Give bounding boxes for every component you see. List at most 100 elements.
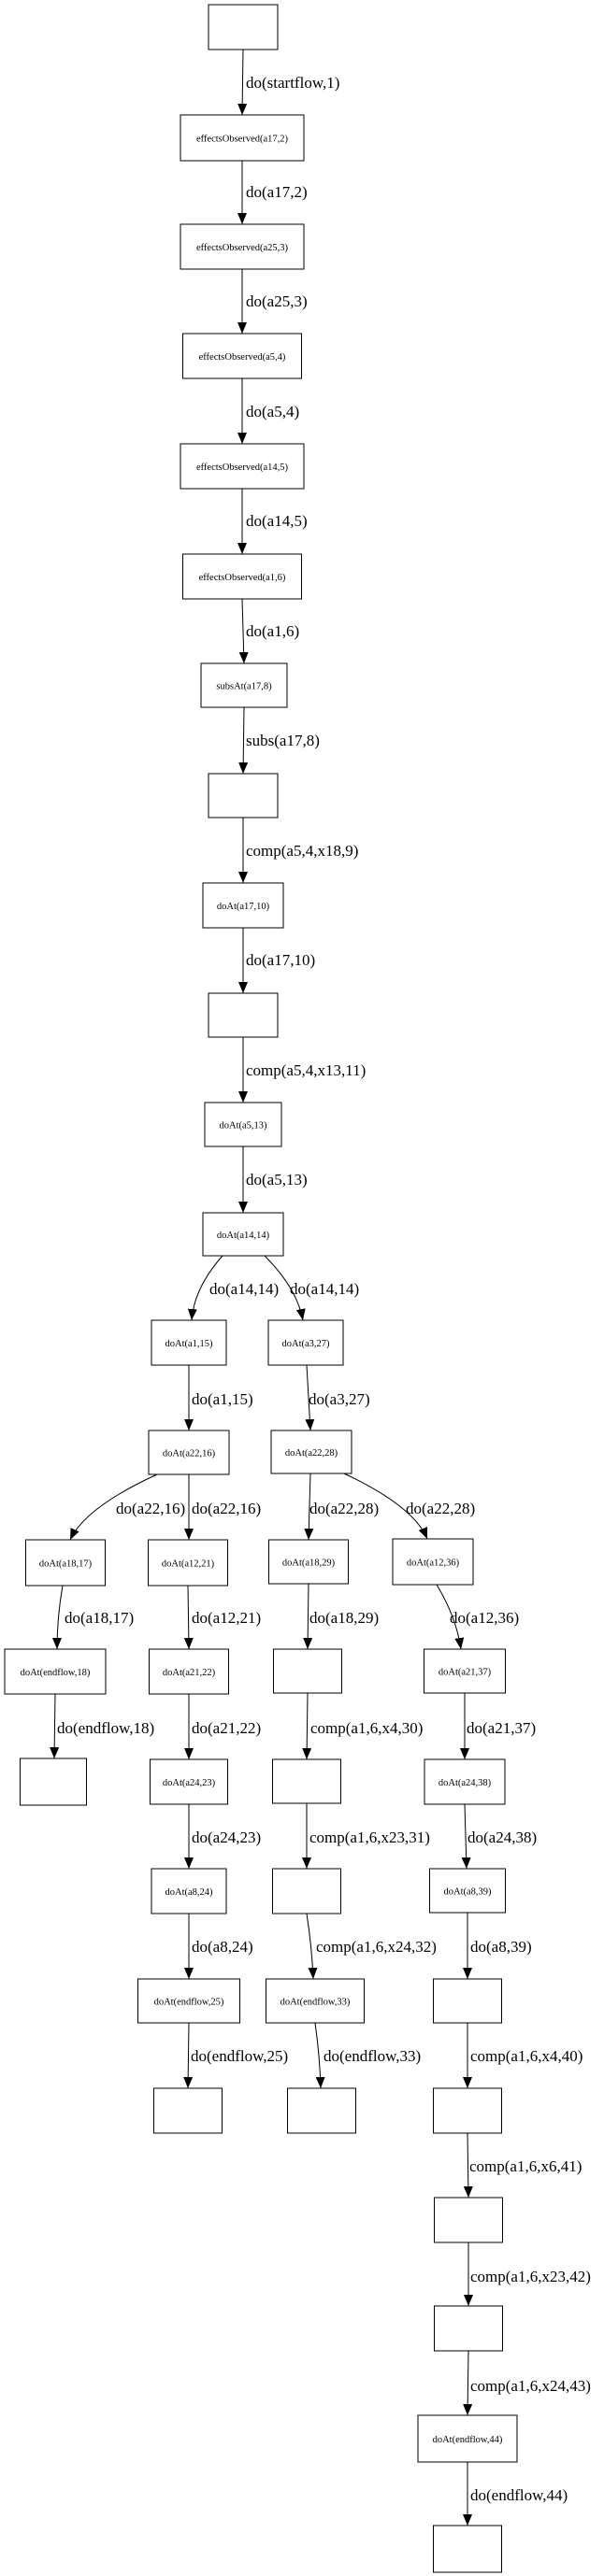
edge-label: do(a24,38) bbox=[467, 1829, 537, 1846]
state-node-box bbox=[25, 1539, 106, 1587]
edges-layer bbox=[50, 49, 473, 2526]
transition-edge bbox=[302, 1692, 312, 1760]
edge-label: do(a14,5) bbox=[246, 512, 308, 530]
edge-label: do(a21,22) bbox=[192, 1719, 261, 1737]
node-label: effectsObserved(a17,2) bbox=[196, 135, 289, 145]
node-label: effectsObserved(a25,3) bbox=[196, 243, 289, 253]
node-label: subsAt(a17,8) bbox=[216, 682, 272, 692]
state-node-box bbox=[180, 223, 305, 270]
node-label: doAt(a21,37) bbox=[439, 1668, 492, 1678]
edge-label: do(startflow,1) bbox=[246, 74, 339, 92]
empty-state-node-box bbox=[273, 1648, 342, 1694]
graph-node: effectsObserved(a25,3) bbox=[180, 223, 305, 270]
graph-node bbox=[433, 2087, 502, 2134]
edge-label: do(endflow,18) bbox=[57, 1719, 154, 1737]
graph-node: effectsObserved(a5,4) bbox=[182, 333, 302, 379]
nodes-layer: effectsObserved(a17,2) effectsObserved(a2… bbox=[4, 4, 518, 2573]
empty-state-node-box bbox=[433, 2525, 502, 2573]
graph-node: doAt(endflow,18) bbox=[4, 1648, 107, 1695]
edge-label: do(a24,23) bbox=[192, 1829, 261, 1846]
state-node-box bbox=[149, 1648, 229, 1695]
state-node-box bbox=[429, 1868, 506, 1914]
graph-node: doAt(endflow,25) bbox=[137, 1978, 240, 2024]
node-label: doAt(a8,39) bbox=[443, 1887, 492, 1898]
transition-edge bbox=[238, 706, 249, 775]
transition-edge bbox=[183, 2022, 194, 2089]
edge-label: subs(a17,8) bbox=[246, 732, 320, 749]
node-label: doAt(a21,22) bbox=[163, 1668, 216, 1678]
node-label: doAt(a22,16) bbox=[163, 1449, 216, 1459]
graph-node: doAt(a22,28) bbox=[270, 1430, 352, 1474]
state-node-box bbox=[182, 553, 302, 600]
edge-label: do(endflow,44) bbox=[470, 2486, 568, 2504]
state-node-box bbox=[4, 1648, 107, 1695]
edge-label: do(a17,10) bbox=[246, 951, 315, 969]
edge-label: comp(a1,6,x24,32) bbox=[316, 1938, 437, 1956]
node-label: doAt(a12,21) bbox=[162, 1559, 215, 1570]
state-node-box bbox=[424, 1648, 506, 1694]
transition-edge bbox=[306, 1913, 318, 1980]
state-node-box bbox=[267, 1319, 344, 1366]
state-node-box bbox=[417, 2414, 518, 2463]
graph-node: effectsObserved(a17,2) bbox=[180, 114, 305, 162]
edge-label: do(endflow,25) bbox=[191, 2047, 288, 2065]
empty-state-node-box bbox=[208, 4, 279, 50]
node-label: doAt(endflow,18) bbox=[21, 1668, 91, 1678]
empty-state-node-box bbox=[433, 2087, 502, 2134]
transition-edge bbox=[304, 1473, 314, 1541]
node-label: effectsObserved(a5,4) bbox=[199, 352, 286, 363]
transition-edge bbox=[183, 1585, 194, 1650]
edge-label: do(a22,28) bbox=[406, 1500, 475, 1517]
edge-label: do(a17,2) bbox=[246, 183, 308, 201]
graph-node: doAt(a8,24) bbox=[151, 1868, 227, 1914]
transition-edge bbox=[69, 1473, 158, 1541]
node-label: doAt(endflow,44) bbox=[433, 2435, 503, 2445]
edge-label: do(a22,16) bbox=[116, 1500, 185, 1517]
edge-label: do(a14,14) bbox=[290, 1280, 359, 1298]
state-node-box bbox=[151, 1868, 227, 1914]
edge-label: comp(a1,6,x23,31) bbox=[309, 1829, 430, 1846]
empty-state-node-box bbox=[434, 2197, 503, 2243]
state-node-box bbox=[200, 662, 288, 708]
edge-label: do(a8,39) bbox=[470, 1938, 532, 1956]
graph-node: doAt(a3,27) bbox=[267, 1319, 344, 1366]
transition-edge bbox=[461, 1803, 471, 1870]
state-node-box bbox=[270, 1430, 352, 1474]
node-label: doAt(a12,36) bbox=[407, 1558, 460, 1569]
graph-node: effectsObserved(a14,5) bbox=[180, 443, 305, 490]
node-label: doAt(a5,13) bbox=[219, 1121, 267, 1131]
transition-edge bbox=[436, 1584, 465, 1650]
empty-state-node-box bbox=[272, 1758, 341, 1804]
graph-node bbox=[287, 2087, 356, 2134]
graph-node: doAt(a24,23) bbox=[150, 1758, 228, 1805]
edge-label: do(a25,3) bbox=[246, 292, 308, 310]
state-node-box bbox=[148, 1539, 228, 1587]
state-node-box bbox=[266, 1978, 365, 2024]
empty-state-node-box bbox=[208, 992, 279, 1038]
transition-edge bbox=[463, 2132, 473, 2199]
node-label: doAt(a18,29) bbox=[282, 1558, 336, 1569]
edge-label: comp(a5,4,x18,9) bbox=[246, 842, 358, 860]
edge-label: do(a5,13) bbox=[246, 1171, 308, 1188]
graph-node: doAt(a1,15) bbox=[151, 1319, 227, 1366]
transition-edge bbox=[187, 1255, 223, 1321]
graph-node: doAt(a21,22) bbox=[149, 1648, 229, 1695]
edge-label: do(a12,36) bbox=[450, 1609, 519, 1627]
state-node-box bbox=[424, 1758, 506, 1805]
graph-node bbox=[273, 1648, 342, 1694]
transition-edge bbox=[52, 1585, 64, 1650]
state-node-box bbox=[137, 1978, 240, 2024]
edge-label: do(a18,29) bbox=[309, 1609, 379, 1627]
node-label: doAt(a24,23) bbox=[163, 1778, 216, 1788]
graph-node: doAt(a14,14) bbox=[202, 1212, 284, 1257]
transition-edge bbox=[305, 1364, 315, 1431]
graph-node: doAt(a18,17) bbox=[25, 1539, 106, 1587]
edge-labels-layer: do(startflow,1) do(a17,2) do(a25,3) do(a5,4… bbox=[57, 74, 591, 2504]
edge-label: do(a5,4) bbox=[246, 403, 299, 420]
node-label: doAt(a18,17) bbox=[39, 1559, 93, 1570]
edge-label: do(a21,37) bbox=[467, 1719, 536, 1737]
graph-node: doAt(a21,37) bbox=[424, 1648, 506, 1694]
graph-node: doAt(endflow,44) bbox=[417, 2414, 518, 2463]
graph-node bbox=[208, 992, 279, 1038]
